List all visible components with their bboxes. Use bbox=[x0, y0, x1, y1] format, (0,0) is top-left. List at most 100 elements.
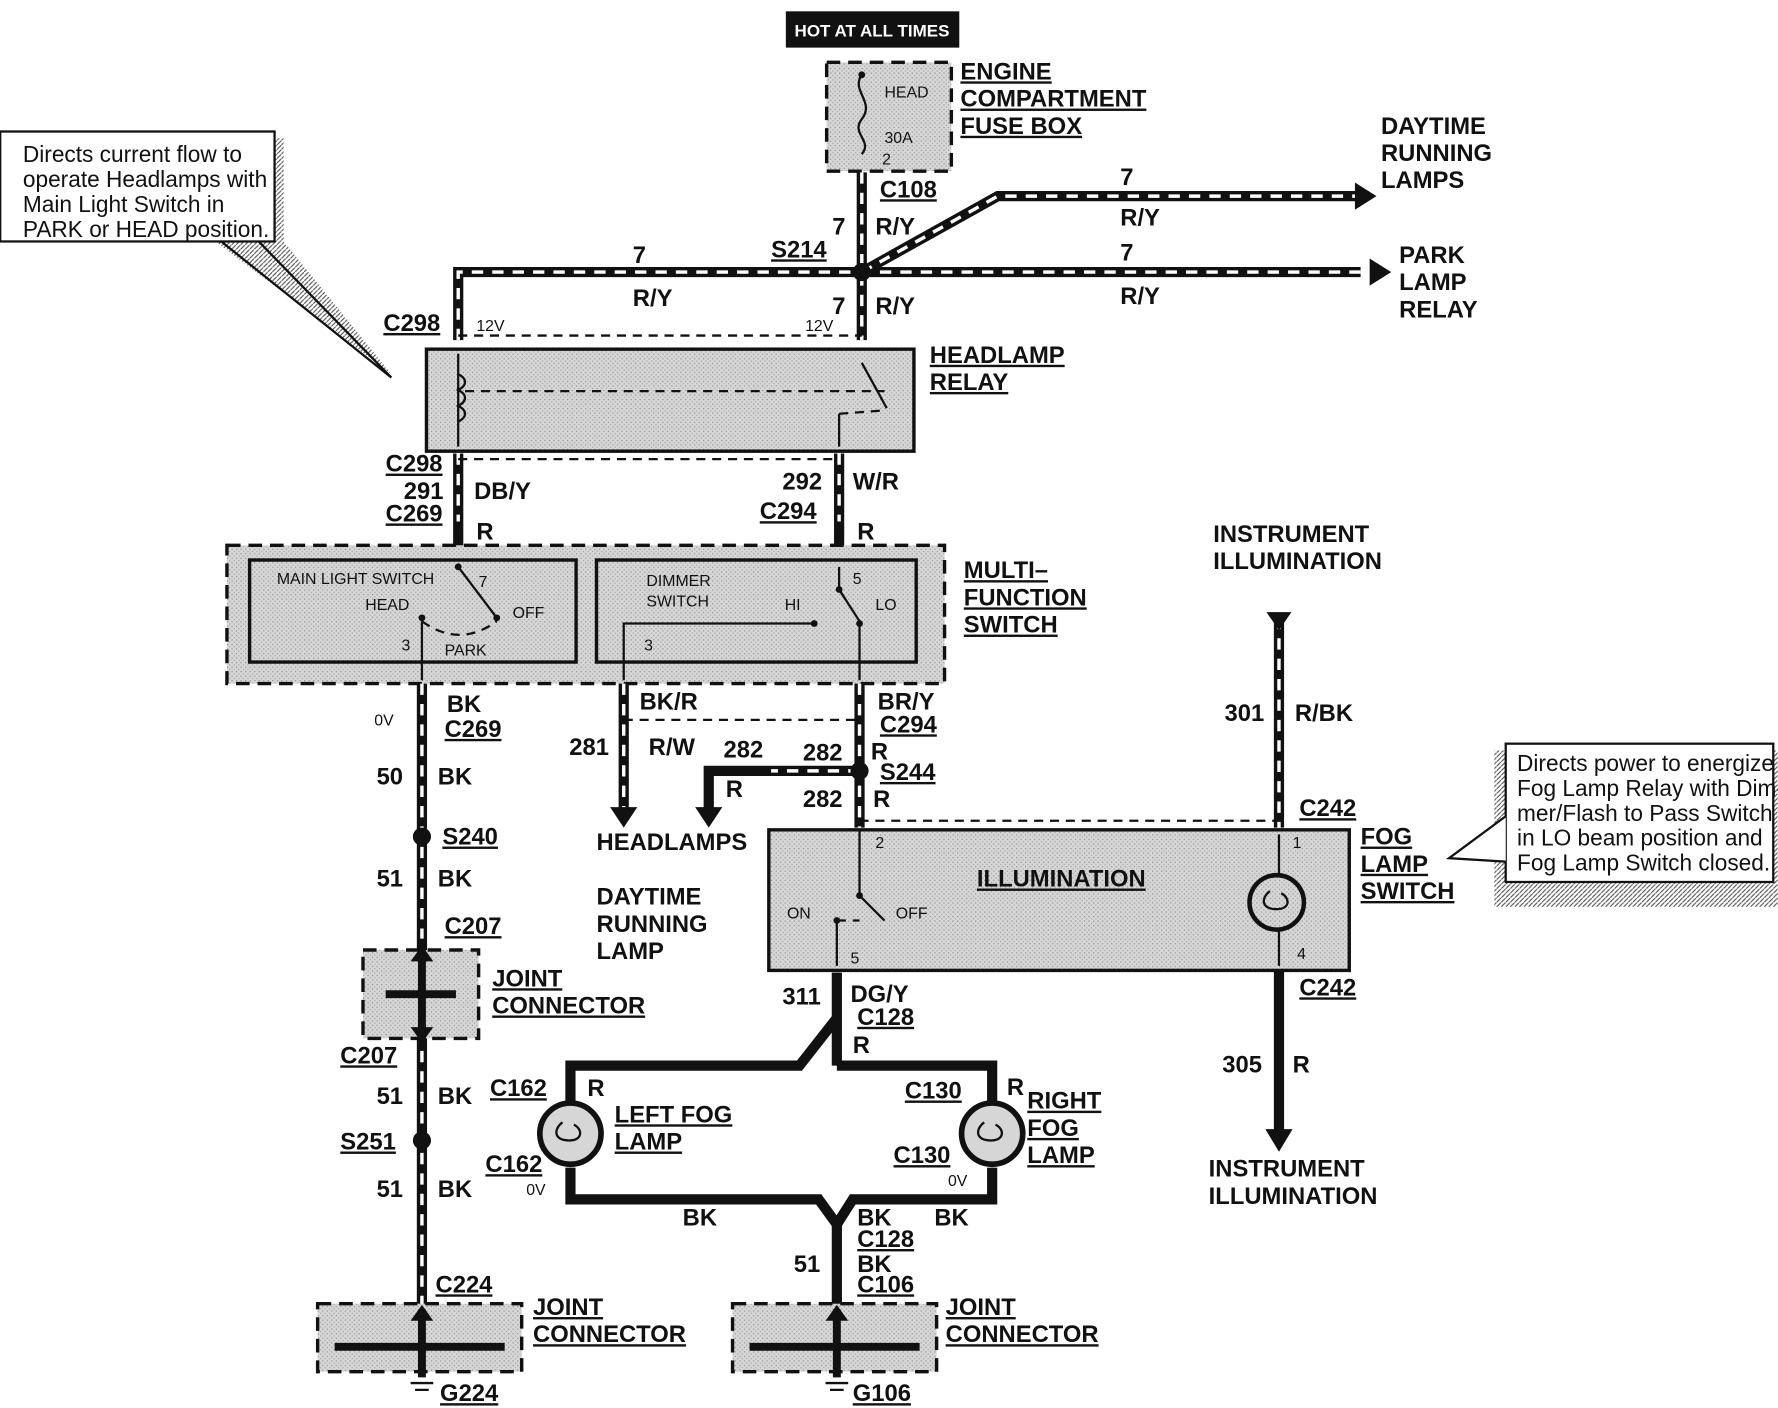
svg-text:282: 282 bbox=[803, 740, 843, 767]
joint-connector-c224: JOINT CONNECTOR bbox=[315, 1294, 686, 1391]
svg-text:DIMMER: DIMMER bbox=[646, 573, 710, 590]
svg-text:SWITCH: SWITCH bbox=[964, 612, 1058, 639]
svg-text:C269: C269 bbox=[386, 500, 443, 527]
svg-text:LAMP: LAMP bbox=[615, 1129, 683, 1156]
svg-text:BK: BK bbox=[857, 1204, 891, 1231]
svg-text:12V: 12V bbox=[476, 318, 505, 335]
svg-text:0V: 0V bbox=[526, 1182, 546, 1199]
svg-text:BK: BK bbox=[447, 691, 481, 718]
headlamp-relay-note: Directs current flow to operate Headlamp… bbox=[0, 130, 393, 379]
svg-text:G106: G106 bbox=[853, 1380, 911, 1407]
svg-text:311: 311 bbox=[782, 983, 820, 1010]
svg-text:5: 5 bbox=[853, 571, 862, 588]
svg-text:BK: BK bbox=[857, 1251, 891, 1278]
svg-text:LAMP: LAMP bbox=[1027, 1142, 1095, 1169]
multi-function-switch: MAIN LIGHT SWITCH HEAD PARK OFF 7 3 DIMM… bbox=[225, 543, 1087, 686]
svg-text:C242: C242 bbox=[1299, 795, 1356, 822]
joint-connector-c207: JOINT CONNECTOR bbox=[361, 938, 645, 1050]
svg-text:RELAY: RELAY bbox=[1399, 296, 1478, 323]
relay-output-wires bbox=[453, 453, 845, 558]
svg-text:292: 292 bbox=[782, 469, 822, 496]
svg-text:INSTRUMENT: INSTRUMENT bbox=[1213, 521, 1369, 548]
svg-text:COMPARTMENT: COMPARTMENT bbox=[960, 86, 1146, 113]
svg-text:C207: C207 bbox=[340, 1042, 397, 1069]
svg-text:2: 2 bbox=[875, 835, 884, 852]
joint-connector-c106: JOINT CONNECTOR bbox=[730, 1294, 1099, 1391]
svg-text:C162: C162 bbox=[485, 1151, 542, 1178]
svg-text:R: R bbox=[857, 519, 874, 546]
svg-text:305: 305 bbox=[1222, 1051, 1262, 1078]
svg-text:C130: C130 bbox=[905, 1078, 962, 1105]
instrument-illumination-wires bbox=[1265, 612, 1293, 1152]
svg-text:HI: HI bbox=[785, 597, 801, 614]
svg-text:R/Y: R/Y bbox=[875, 214, 915, 241]
svg-text:7: 7 bbox=[832, 293, 845, 320]
svg-text:C207: C207 bbox=[445, 913, 502, 940]
svg-text:BR/Y: BR/Y bbox=[878, 689, 935, 716]
svg-text:FOG: FOG bbox=[1361, 824, 1413, 851]
fog-lamp-switch-note: Directs power to energize Fog Lamp Relay… bbox=[1445, 742, 1778, 907]
svg-text:R: R bbox=[1007, 1074, 1024, 1101]
svg-text:LO: LO bbox=[875, 597, 896, 614]
svg-text:C294: C294 bbox=[880, 711, 938, 738]
connector-labels: C108 S214 C298 C298 C269 C294 C269 C294 … bbox=[340, 176, 1356, 1407]
svg-text:BK: BK bbox=[438, 866, 472, 893]
svg-text:C242: C242 bbox=[1299, 974, 1356, 1001]
svg-text:HEADLAMPS: HEADLAMPS bbox=[597, 829, 748, 856]
svg-text:HEADLAMP: HEADLAMP bbox=[930, 342, 1065, 369]
svg-text:R: R bbox=[873, 786, 890, 813]
svg-text:BK: BK bbox=[438, 1083, 472, 1110]
svg-text:DAYTIME: DAYTIME bbox=[597, 884, 702, 911]
svg-text:MULTI–: MULTI– bbox=[964, 557, 1048, 584]
svg-text:ILLUMINATION: ILLUMINATION bbox=[1213, 548, 1382, 575]
svg-text:RELAY: RELAY bbox=[930, 369, 1009, 396]
hot-at-all-times-header: HOT AT ALL TIMES bbox=[785, 11, 960, 48]
fog-lamp-switch: 2 5 ON OFF ILLUMINATION 1 4 FOG LAMP SWI… bbox=[767, 824, 1455, 973]
svg-text:5: 5 bbox=[850, 951, 859, 968]
svg-text:2: 2 bbox=[882, 151, 891, 168]
headlamp-relay: HEADLAMP RELAY bbox=[424, 342, 1065, 453]
svg-text:R/BK: R/BK bbox=[1295, 700, 1353, 727]
svg-text:0V: 0V bbox=[374, 713, 394, 730]
svg-text:BK/R: BK/R bbox=[640, 689, 698, 716]
svg-text:LAMP: LAMP bbox=[1361, 851, 1429, 878]
svg-text:FUSE BOX: FUSE BOX bbox=[960, 113, 1082, 140]
svg-text:SWITCH: SWITCH bbox=[1361, 878, 1455, 905]
svg-text:3: 3 bbox=[644, 638, 653, 655]
svg-text:HOT AT ALL TIMES: HOT AT ALL TIMES bbox=[795, 21, 950, 40]
svg-text:282: 282 bbox=[803, 786, 843, 813]
svg-text:7: 7 bbox=[479, 574, 488, 591]
svg-text:301: 301 bbox=[1225, 700, 1265, 727]
svg-text:PARK or HEAD position.: PARK or HEAD position. bbox=[23, 216, 269, 242]
svg-text:PARK: PARK bbox=[445, 642, 487, 659]
svg-text:30A: 30A bbox=[884, 130, 913, 147]
svg-text:C128: C128 bbox=[857, 1226, 914, 1253]
svg-text:C224: C224 bbox=[436, 1271, 494, 1298]
svg-text:7: 7 bbox=[633, 242, 646, 269]
svg-text:51: 51 bbox=[794, 1251, 820, 1278]
svg-text:HEAD: HEAD bbox=[884, 84, 928, 101]
svg-text:C130: C130 bbox=[894, 1142, 951, 1169]
svg-text:R/Y: R/Y bbox=[875, 293, 915, 320]
svg-text:R: R bbox=[1293, 1051, 1310, 1078]
svg-text:R/W: R/W bbox=[649, 734, 696, 761]
svg-text:R: R bbox=[476, 519, 493, 546]
fog-lamp-circuit: LEFT FOG LAMP RIGHT FOG LAMP bbox=[537, 972, 1102, 1316]
ry-power-wires bbox=[453, 172, 1392, 341]
svg-text:DG/Y: DG/Y bbox=[850, 981, 908, 1008]
svg-text:BK: BK bbox=[438, 763, 472, 790]
svg-text:R: R bbox=[587, 1075, 604, 1102]
svg-text:R/Y: R/Y bbox=[633, 285, 673, 312]
svg-text:S240: S240 bbox=[442, 824, 498, 851]
svg-text:INSTRUMENT: INSTRUMENT bbox=[1209, 1156, 1365, 1183]
svg-text:CONNECTOR: CONNECTOR bbox=[492, 992, 645, 1019]
svg-text:G224: G224 bbox=[440, 1380, 499, 1407]
svg-text:3: 3 bbox=[402, 638, 411, 655]
svg-text:CONNECTOR: CONNECTOR bbox=[533, 1321, 686, 1348]
svg-text:C294: C294 bbox=[760, 498, 818, 525]
svg-text:S214: S214 bbox=[771, 236, 827, 263]
svg-text:ILLUMINATION: ILLUMINATION bbox=[1209, 1183, 1378, 1210]
svg-text:Directs current flow to: Directs current flow to bbox=[23, 141, 242, 167]
svg-text:7: 7 bbox=[1120, 164, 1133, 191]
